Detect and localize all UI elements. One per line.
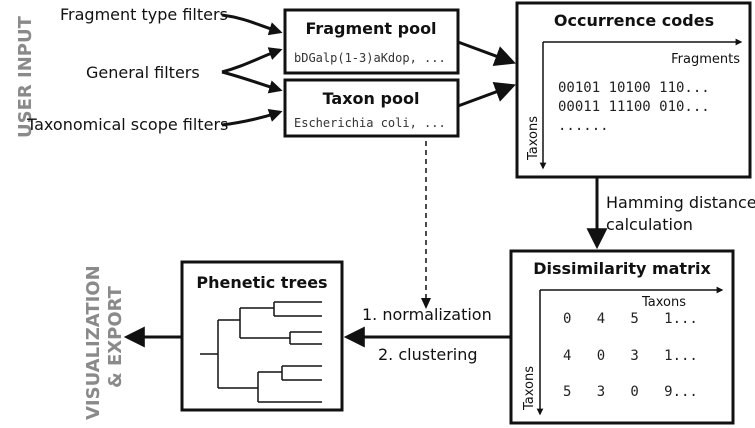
fragment-type-filters-label: Fragment type filters <box>60 5 228 24</box>
normalization-label: 1. normalization <box>362 305 492 324</box>
fragment-pool-example: bDGalp(1-3)aKdop, ... <box>294 51 446 65</box>
visualization-label: VISUALIZATION <box>83 265 104 420</box>
matrix-row: 5 3 0 9... <box>563 384 698 400</box>
matrix-row: 0 4 5 1... <box>563 311 698 327</box>
user-input-label: USER INPUT <box>15 15 36 138</box>
matrix-y-axis-label: Taxons <box>522 366 537 411</box>
general-filters-label: General filters <box>86 63 200 82</box>
dissimilarity-matrix-title: Dissimilarity matrix <box>533 259 711 278</box>
arrow-taxon-to-occurrence <box>457 81 516 108</box>
arrow-general-to-taxon <box>221 70 283 94</box>
matrix-x-axis-label: Taxons <box>641 295 686 310</box>
taxon-pool-title: Taxon pool <box>323 89 420 108</box>
arrow-general-to-fragment <box>221 47 283 74</box>
dendrogram <box>200 301 322 403</box>
arrow-taxonomic-scope <box>221 109 283 127</box>
fragment-pool-title: Fragment pool <box>305 19 436 38</box>
occurrence-codes-title: Occurrence codes <box>554 11 714 30</box>
fragment-pool-box: Fragment pool bDGalp(1-3)aKdop, ... <box>283 8 460 75</box>
occurrence-row: 00101 10100 110... <box>558 80 710 96</box>
occurrence-row: 00011 11100 010... <box>558 99 710 115</box>
taxon-pool-box: Taxon pool Escherichia coli, ... <box>283 78 460 138</box>
phenetic-trees-box: Phenetic trees <box>180 260 344 412</box>
taxonomical-scope-filters-label: Taxonomical scope filters <box>26 115 228 134</box>
arrow-fragment-type <box>221 13 283 36</box>
occurrence-x-axis-label: Fragments <box>671 52 740 67</box>
dissimilarity-matrix-box: Dissimilarity matrix Taxons Taxons 0 4 5… <box>509 249 735 425</box>
matrix-row: 4 0 3 1... <box>563 348 698 364</box>
phenetic-trees-title: Phenetic trees <box>196 273 327 292</box>
dashed-arrow-head <box>421 298 431 309</box>
arrow-fragment-to-occurrence <box>457 40 516 67</box>
export-label: & EXPORT <box>105 285 126 388</box>
hamming-label-line1: Hamming distance <box>606 193 755 212</box>
occurrence-codes-box: Occurrence codes Fragments Taxons 00101 … <box>515 1 752 179</box>
hamming-label-line2: calculation <box>606 215 693 234</box>
occurrence-row: ...... <box>558 118 609 134</box>
clustering-label: 2. clustering <box>378 345 478 364</box>
occurrence-y-axis-label: Taxons <box>526 116 541 161</box>
taxon-pool-example: Escherichia coli, ... <box>294 116 446 130</box>
